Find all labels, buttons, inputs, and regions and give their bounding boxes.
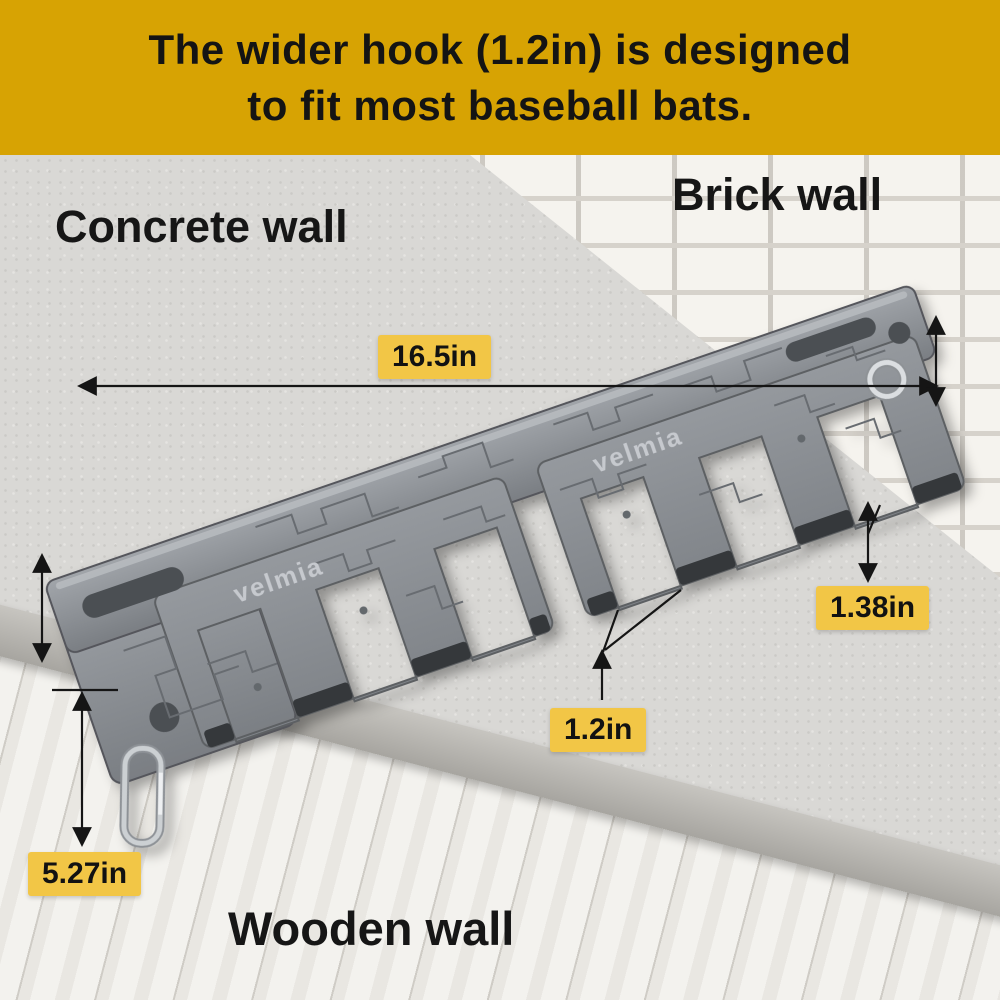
wooden-wall-label: Wooden wall bbox=[228, 902, 515, 955]
maze-pattern bbox=[123, 345, 902, 719]
top-banner: The wider hook (1.2in) is designed to fi… bbox=[0, 0, 1000, 155]
hook-width-leader-lines bbox=[601, 589, 682, 653]
total-length-badge: 16.5in bbox=[378, 335, 492, 379]
hook-width-badge: 1.2in bbox=[550, 708, 647, 752]
rack-top-highlight bbox=[55, 291, 908, 590]
mounting-cutouts bbox=[82, 317, 911, 733]
hook-depth-badge: 1.38in bbox=[816, 586, 930, 630]
right-screw-hole bbox=[888, 321, 911, 344]
right-slot bbox=[785, 317, 876, 362]
brick-wall-label: Brick wall bbox=[672, 169, 883, 220]
banner-line-2: to fit most baseball bats. bbox=[247, 81, 753, 129]
banner-line-1: The wider hook (1.2in) is designed bbox=[148, 25, 852, 73]
hook-front-edges-right bbox=[587, 472, 962, 616]
left-screw-hole bbox=[149, 702, 180, 733]
end-height-badge: 5.27in bbox=[28, 852, 142, 896]
hook-depth-leader-line bbox=[866, 504, 882, 535]
concrete-wall-label: Concrete wall bbox=[55, 201, 348, 252]
left-slot bbox=[82, 567, 184, 618]
carabiner-icon bbox=[119, 743, 166, 848]
wall-scene: velmia velmia bbox=[0, 155, 1000, 1000]
dimension-annotations bbox=[32, 315, 946, 847]
hook-front-edges-left bbox=[204, 614, 551, 748]
